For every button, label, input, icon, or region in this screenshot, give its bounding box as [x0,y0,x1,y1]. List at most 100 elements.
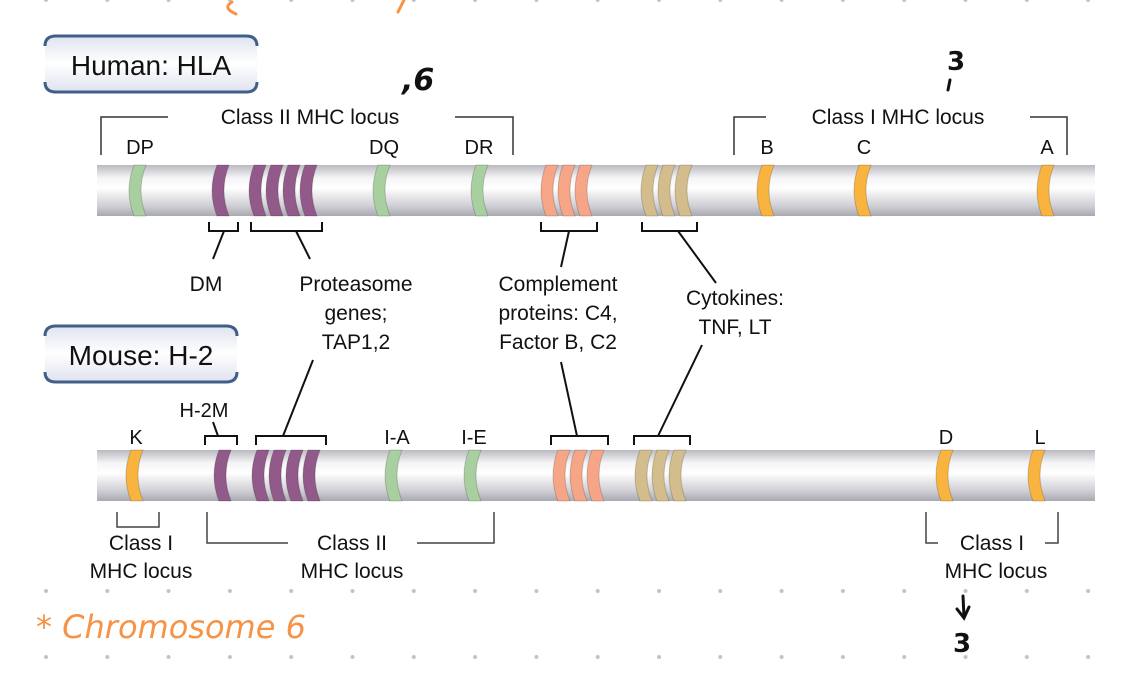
band-cytokine [668,449,687,502]
mouse-complement-bracket [550,435,609,445]
grid-dot [902,589,907,593]
grid-dot [350,0,355,2]
grid-dot [963,655,968,659]
cytokines-label: Cytokines: TNF, LT [686,287,784,339]
grid-dot [902,655,907,659]
grid-dot [779,0,784,2]
grid-dot [473,589,478,593]
grid-dot [657,655,661,659]
grid-dot [718,0,723,2]
band-proteasome [282,164,301,217]
cytokine-leader-line [677,230,717,284]
gene-label-a: A [1040,137,1054,159]
grid-dot [289,589,294,593]
mouse-class-i-left-bracket [116,512,160,528]
grid-dot [411,589,416,593]
band-complement [552,449,571,502]
proteasome-label: Proteasome genes; TAP1,2 [299,273,412,354]
grid-dot [963,0,968,2]
complement-bracket [540,222,598,232]
grid-dot [718,589,723,593]
band-cytokine [651,449,670,502]
band-complement [540,164,559,217]
grid-dot [166,0,171,2]
dot-grid-bottom [44,589,1091,659]
band-proteasome [248,164,267,217]
handwritten-bracket-mark [226,0,238,16]
proteasome-bracket [250,222,323,232]
svg-text:MHC locus: MHC locus [945,560,1048,583]
grid-dot [779,655,784,659]
h2m-leader-line [212,421,219,437]
grid-dot [289,655,294,659]
cytokine-bracket [641,222,698,232]
mouse-class-i-right-bracket-left [925,512,938,544]
mouse-title: Mouse: H-2 [69,340,214,371]
human-class-i-bracket [733,116,1068,155]
band-complement [569,449,588,502]
gene-label-ia: I-A [384,427,410,449]
band-dr [470,164,489,217]
svg-text:Factor B, C2: Factor B, C2 [499,331,617,354]
proteasome-mouse-leader-line [282,359,314,437]
band-proteasome [265,164,284,217]
mouse-proteasome-bracket [255,435,327,445]
svg-text:Cytokines:: Cytokines: [686,287,784,310]
grid-dot [1024,589,1029,593]
human-class-i-locus-label: Class I MHC locus [812,106,985,129]
band-proteasome [299,164,318,217]
grid-dot [227,589,232,593]
grid-dot [534,0,539,2]
handwritten-bracket-mark [396,0,406,14]
human-chromosome-bar [97,165,1095,216]
grid-dot [411,0,416,2]
complement-mouse-leader-line [560,361,578,437]
human-bands [128,164,1055,217]
grid-dot [1024,655,1029,659]
grid-dot [902,0,907,2]
human-title: Human: HLA [71,50,232,81]
mouse-title-box: Mouse: H-2 [43,324,239,384]
mouse-cytokine-bracket [633,435,691,445]
grid-dot [105,589,110,593]
grid-dot [1086,655,1091,659]
mouse-class-i-left-label: Class I MHC locus [90,532,193,583]
grid-dot [840,0,845,2]
svg-text:TNF, LT: TNF, LT [698,316,771,339]
svg-text:Proteasome: Proteasome [299,273,412,296]
handwritten-down-arrow-icon [955,594,971,621]
gene-label-dq: DQ [369,137,399,159]
band-cytokine [674,164,693,217]
svg-text:Class II: Class II [317,532,387,555]
grid-dot [44,0,48,2]
band-complement [557,164,576,217]
human-class-ii-bracket [100,116,514,155]
band-a [1036,164,1055,217]
band-l [1027,449,1046,502]
band-proteasome [285,449,304,502]
gene-label-b: B [760,137,773,159]
band-dm [211,164,230,217]
dm-leader-line [212,230,225,260]
band-b [756,164,775,217]
grid-dot [44,655,48,659]
handwritten-3-bottom: 3 [953,629,971,659]
gene-label-ie: I-E [461,427,487,449]
band-complement [574,164,593,217]
band-proteasome [268,449,287,502]
band-proteasome [251,449,270,502]
svg-text:MHC locus: MHC locus [90,560,193,583]
gene-label-c: C [857,137,871,159]
handwritten-tick [946,78,952,92]
band-d [935,449,954,502]
grid-dot [963,589,968,593]
grid-dot [718,655,723,659]
grid-dot [657,0,661,2]
gene-label-dp: DP [126,137,154,159]
band-cytokine [657,164,676,217]
band-complement [586,449,605,502]
svg-text:Class I: Class I [960,532,1024,555]
svg-text:Class I: Class I [109,532,173,555]
grid-dot [227,655,232,659]
